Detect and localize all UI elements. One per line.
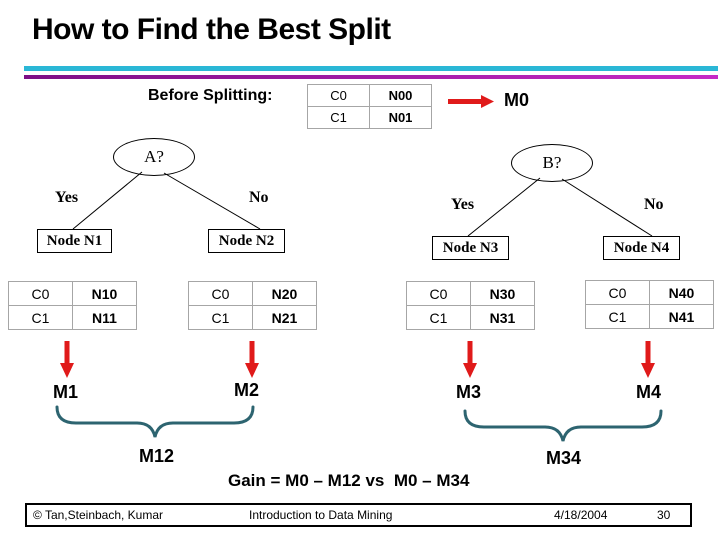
node-box-n2: Node N2	[208, 229, 285, 253]
table-cell: C1	[188, 305, 253, 330]
node-box-n3: Node N3	[432, 236, 509, 260]
table-cell: N10	[72, 281, 137, 306]
class-count-table-n1: C0 N10 C1 N11	[8, 281, 137, 330]
class-count-table-before: C0 N00 C1 N01	[307, 84, 432, 129]
measure-label-m3: M3	[456, 382, 482, 402]
table-cell: N40	[649, 280, 714, 305]
page-title: How to Find the Best Split	[32, 13, 391, 46]
class-count-table-n2: C0 N20 C1 N21	[188, 281, 317, 330]
table-cell: C1	[307, 106, 370, 129]
down-arrow-icon	[60, 341, 74, 378]
measure-label-m0: M0	[504, 90, 530, 110]
combined-label-m34: M34	[546, 448, 582, 468]
footer: © Tan,Steinbach, Kumar Introduction to D…	[25, 503, 692, 527]
divider-cyan	[24, 66, 718, 71]
table-cell: N21	[252, 305, 317, 330]
divider-purple	[24, 75, 718, 79]
table-cell: N20	[252, 281, 317, 306]
measure-label-m2: M2	[234, 380, 260, 400]
branch-line	[467, 177, 541, 237]
footer-copyright: © Tan,Steinbach, Kumar	[33, 508, 164, 522]
table-cell: C1	[585, 304, 650, 329]
brace-m12	[55, 405, 255, 438]
before-splitting-label: Before Splitting:	[148, 87, 273, 104]
table-cell: C0	[307, 84, 370, 107]
table-cell: N00	[369, 84, 432, 107]
table-cell: N01	[369, 106, 432, 129]
footer-page-number: 30	[657, 508, 671, 522]
branch-line	[163, 172, 261, 230]
measure-label-m4: M4	[636, 382, 662, 402]
table-cell: C1	[406, 305, 471, 330]
footer-date: 4/18/2004	[554, 508, 608, 522]
down-arrow-icon	[463, 341, 477, 378]
down-arrow-icon	[641, 341, 655, 378]
down-arrow-icon	[245, 341, 259, 378]
table-cell: C0	[188, 281, 253, 306]
branch-line	[561, 178, 653, 237]
node-box-n4: Node N4	[603, 236, 680, 260]
brace-m34	[463, 409, 663, 442]
tree-root-b: B?	[511, 144, 593, 182]
branch-label-yes: Yes	[55, 189, 79, 206]
class-count-table-n4: C0 N40 C1 N41	[585, 280, 714, 329]
table-cell: N11	[72, 305, 137, 330]
table-cell: C0	[585, 280, 650, 305]
branch-label-yes: Yes	[451, 196, 475, 213]
table-cell: N30	[470, 281, 535, 306]
right-arrow-icon	[448, 95, 494, 108]
table-cell: C0	[8, 281, 73, 306]
tree-root-a: A?	[113, 138, 195, 176]
branch-line	[72, 171, 143, 230]
measure-label-m1: M1	[53, 382, 79, 402]
table-cell: C1	[8, 305, 73, 330]
branch-label-no: No	[249, 189, 269, 206]
branch-label-no: No	[644, 196, 664, 213]
table-cell: C0	[406, 281, 471, 306]
table-cell: N41	[649, 304, 714, 329]
node-box-n1: Node N1	[37, 229, 112, 253]
table-cell: N31	[470, 305, 535, 330]
combined-label-m12: M12	[139, 446, 175, 466]
gain-formula: Gain = M0 – M12 vs M0 – M34	[228, 471, 470, 490]
class-count-table-n3: C0 N30 C1 N31	[406, 281, 535, 330]
footer-title: Introduction to Data Mining	[249, 508, 393, 522]
